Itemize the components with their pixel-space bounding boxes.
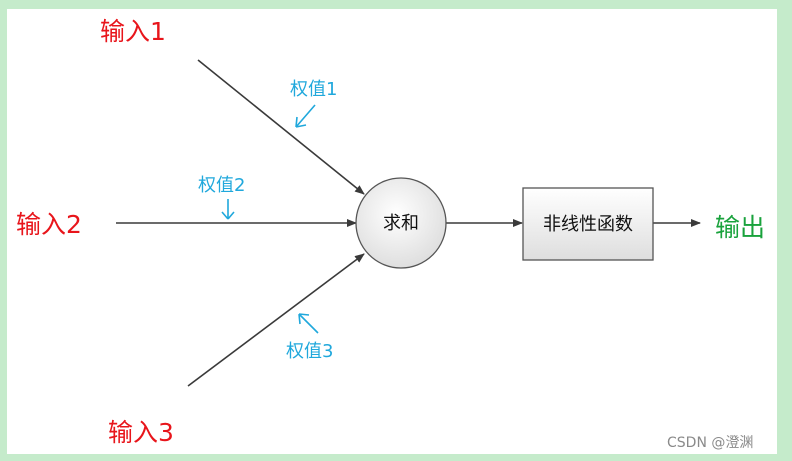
- input-1-label: 输入1: [100, 17, 166, 46]
- sum-node-label: 求和: [383, 213, 419, 234]
- input3-connection: [187, 253, 365, 387]
- sum-node: 求和: [355, 177, 447, 269]
- input-2-label: 输入2: [16, 210, 82, 239]
- weight-3-arrow-icon: [298, 313, 319, 334]
- output-label: 输出: [715, 213, 765, 242]
- input-3-label: 输入3: [108, 418, 174, 447]
- weight-2-label: 权值2: [198, 175, 245, 196]
- watermark: CSDN @澄渊: [667, 435, 753, 451]
- weight-2-arrow-icon: [221, 199, 235, 220]
- weight-3-label: 权值3: [286, 341, 333, 362]
- activation-node-label: 非线性函数: [543, 214, 633, 235]
- weight-1-arrow-icon: [295, 104, 316, 128]
- activation-node: 非线性函数: [522, 187, 654, 261]
- input1-connection: [197, 59, 365, 195]
- weight-1-label: 权值1: [290, 79, 337, 100]
